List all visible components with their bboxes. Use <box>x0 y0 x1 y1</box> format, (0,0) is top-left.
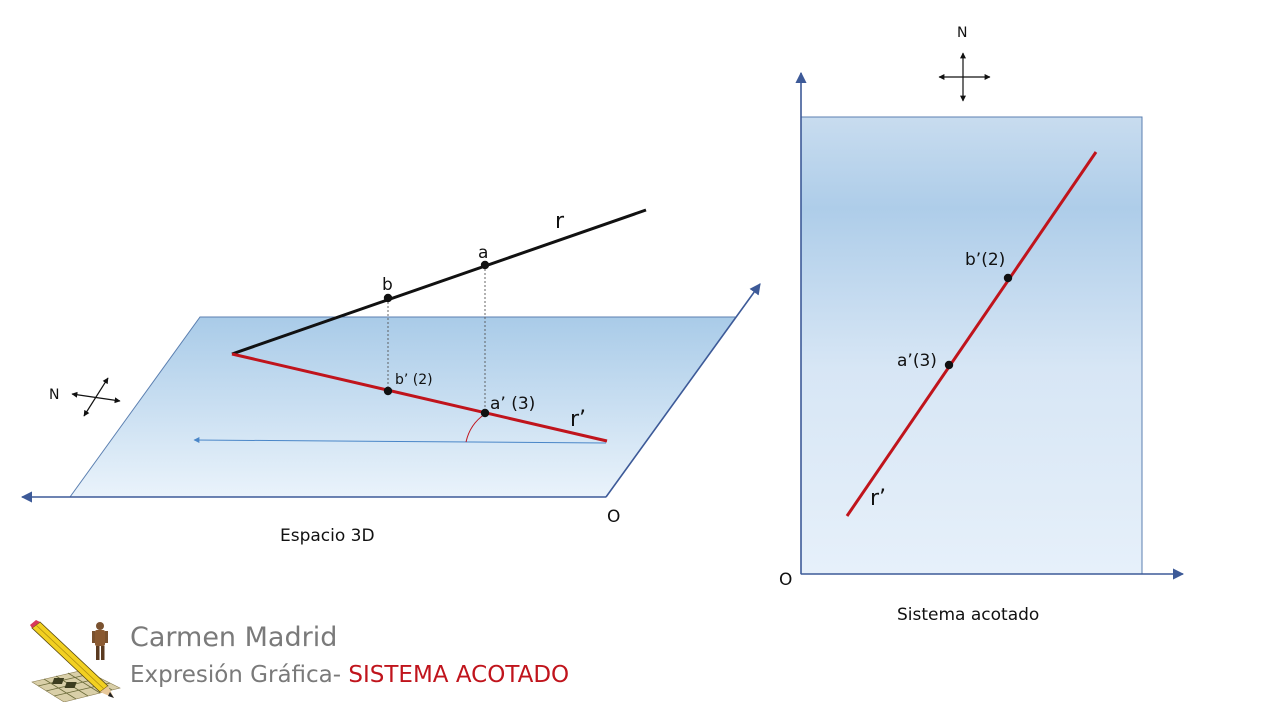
label-b-prime: b’ (2) <box>395 372 433 388</box>
author-name: Carmen Madrid <box>130 622 338 653</box>
course-title: Expresión Gráfica- SISTEMA ACOTADO <box>130 662 569 688</box>
course-topic: SISTEMA ACOTADO <box>348 662 570 688</box>
label-origin: O <box>607 507 620 527</box>
label-a-prime-plan: a’(3) <box>897 351 937 371</box>
person-figure-icon <box>92 622 108 660</box>
left-caption: Espacio 3D <box>280 526 375 546</box>
point-b-prime-plan <box>1003 273 1013 283</box>
projection-plane <box>800 116 1143 575</box>
label-north-plan: N <box>957 25 967 41</box>
label-r-prime-plan: r’ <box>870 486 886 511</box>
left-diagram: b a r b’ (2) a’ (3) r’ O N Espacio 3D <box>20 208 761 546</box>
label-r-prime: r’ <box>570 407 586 432</box>
label-a-prime: a’ (3) <box>490 394 535 414</box>
point-b-prime <box>383 386 393 396</box>
horizontal-reference-line <box>193 437 607 444</box>
label-origin-plan: O <box>779 570 792 590</box>
north-compass-icon-plan <box>938 52 991 102</box>
right-diagram: b’(2) a’(3) r’ O N Sistema acotado <box>779 25 1185 625</box>
branding: Carmen Madrid Expresión Gráfica- SISTEMA… <box>28 618 668 702</box>
y-axis <box>605 283 761 498</box>
projection-r-prime-plan <box>845 151 1098 517</box>
point-a <box>480 260 490 270</box>
point-a-prime <box>480 408 490 418</box>
point-a-prime-plan <box>944 360 954 370</box>
north-compass-icon <box>71 377 121 417</box>
projection-r-prime <box>231 352 608 443</box>
horizontal-plane <box>69 316 737 498</box>
right-caption: Sistema acotado <box>897 605 1039 625</box>
label-a: a <box>478 243 488 263</box>
pencil-icon <box>30 620 114 698</box>
course-prefix: Expresión Gráfica- <box>130 662 349 688</box>
label-b: b <box>382 275 393 295</box>
line-r <box>231 208 647 356</box>
label-r: r <box>555 209 565 234</box>
pencil-figure-logo <box>30 620 121 702</box>
point-b <box>383 293 393 303</box>
label-b-prime-plan: b’(2) <box>965 250 1005 270</box>
label-north: N <box>49 387 59 403</box>
